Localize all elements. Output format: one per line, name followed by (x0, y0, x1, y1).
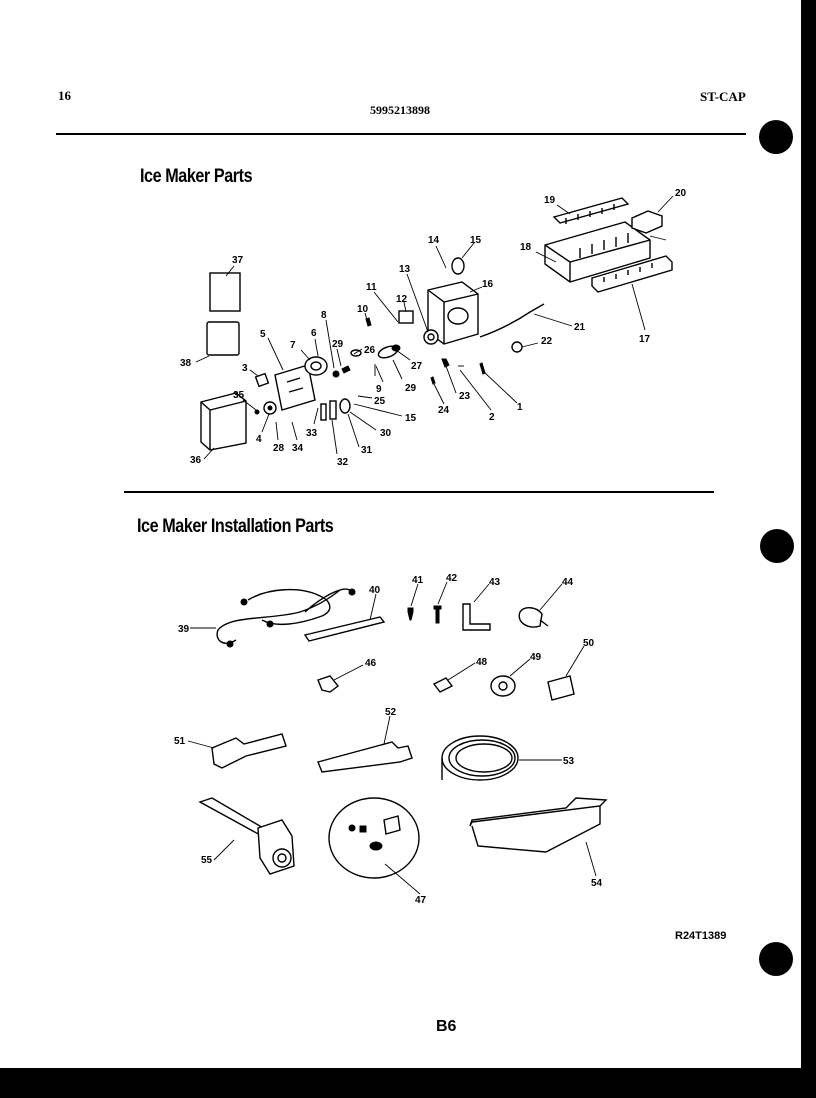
callout-36: 36 (190, 455, 202, 466)
callout-52: 52 (385, 707, 397, 718)
ice-maker-drawing (200, 197, 673, 451)
callout-13: 13 (399, 264, 411, 275)
callout-1: 22 (541, 336, 553, 347)
callout-29: 25 (374, 396, 386, 407)
callout-2: 1 (517, 402, 523, 413)
section-divider (124, 491, 714, 493)
part-38-shape (206, 321, 240, 356)
callout-28: 28 (273, 443, 285, 454)
callout-19: 20 (675, 188, 687, 199)
callout-5: 5 (260, 329, 266, 340)
callout-7: 7 (290, 340, 296, 351)
exploded-parts-diagram: 37 38 36 3 5 35 4 28 34 7 6 8 29 (174, 188, 687, 906)
installation-callouts: 39 40 41 42 43 44 46 48 49 50 51 52 53 (174, 573, 603, 906)
callout-31: 31 (361, 445, 373, 456)
binder-hole (759, 942, 793, 976)
callout-38: 38 (180, 358, 192, 369)
ice-maker-callouts: 37 38 36 3 5 35 4 28 34 7 6 8 29 (180, 188, 687, 468)
callout-11: 11 (366, 282, 377, 293)
callout-14: 14 (428, 235, 440, 246)
callout-21: 17 (639, 334, 651, 345)
callout-50: 50 (583, 638, 595, 649)
callout-47: 47 (415, 895, 427, 906)
part-47-shape (328, 797, 420, 879)
callout-15: 15 (470, 235, 482, 246)
page-label: B6 (436, 1018, 457, 1035)
model-code: ST-CAP (700, 89, 746, 104)
callout-10: 10 (357, 304, 369, 315)
part-number: 5995213898 (370, 103, 430, 117)
callout-41: 41 (412, 575, 424, 586)
section-title-installation-parts: Ice Maker Installation Parts (137, 516, 334, 537)
part-17-shape (544, 221, 651, 283)
part-53-shape (441, 735, 519, 781)
callout-18: 19 (544, 195, 556, 206)
callout-53: 53 (563, 756, 575, 767)
header-rule (56, 133, 746, 135)
callout-34: 34 (292, 443, 304, 454)
callout-35: 35 (233, 390, 245, 401)
binder-hole (759, 120, 793, 154)
callout-37: 37 (232, 255, 244, 266)
callout-26: 27 (411, 361, 423, 372)
callout-8: 8 (321, 310, 327, 321)
callout-48: 48 (476, 657, 488, 668)
part-55-shape (198, 797, 295, 875)
section-title-ice-maker-parts: Ice Maker Parts (140, 166, 253, 187)
callout-30: 30 (380, 428, 392, 439)
part-18-shape (552, 197, 630, 224)
installation-drawing (198, 588, 608, 879)
callout-12: 12 (396, 294, 408, 305)
callout-3: 3 (242, 363, 248, 374)
part-40-shape (303, 616, 386, 642)
page-number: 16 (58, 88, 71, 103)
callout-42: 42 (446, 573, 458, 584)
callout-49: 49 (530, 652, 542, 663)
callout-46: 46 (365, 658, 377, 669)
callout-33: 33 (306, 428, 318, 439)
part-43-shape (462, 603, 491, 631)
callout-40: 40 (369, 585, 381, 596)
callout-22: 21 (574, 322, 586, 333)
callout-15: 26 (364, 345, 376, 356)
part-36-shape (200, 392, 247, 451)
callout-15: 15 (405, 413, 417, 424)
callout-29: 29 (332, 339, 344, 350)
callout-39: 39 (178, 624, 190, 635)
part-52-shape (317, 741, 413, 773)
part-5-shape (274, 364, 316, 411)
callout-17: 18 (520, 242, 532, 253)
callout-43: 43 (489, 577, 501, 588)
callout-6: 6 (311, 328, 317, 339)
part-54-shape (469, 797, 608, 853)
part-39-shape (216, 588, 353, 644)
callout-16: 16 (482, 279, 494, 290)
callout-44: 44 (562, 577, 574, 588)
binder-hole (760, 529, 794, 563)
callout-55: 55 (201, 855, 213, 866)
callout-25: 24 (438, 405, 450, 416)
callout-32: 32 (337, 457, 349, 468)
callout-9: 29 (405, 383, 417, 394)
part-51-shape (211, 733, 287, 769)
callout-23: 2 (489, 412, 495, 423)
part-37-shape (209, 272, 241, 312)
parts-sheet: 16 5995213898 ST-CAP Ice Maker Parts Ice… (0, 0, 801, 1068)
callout-24: 23 (459, 391, 471, 402)
drawing-code: R24T1389 (675, 930, 727, 942)
callout-27: 9 (376, 384, 382, 395)
callout-54: 54 (591, 878, 603, 889)
callout-4: 4 (256, 434, 262, 445)
callout-51: 51 (174, 736, 186, 747)
